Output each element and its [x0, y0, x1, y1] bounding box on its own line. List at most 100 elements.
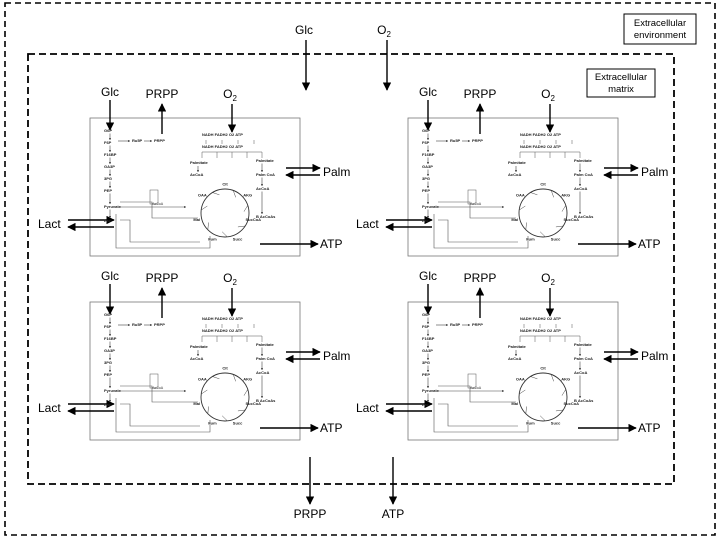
- tca-spoke: [237, 225, 246, 228]
- glycolysis-f16bp-label: F16BP: [422, 336, 435, 341]
- glycolysis-pep-label: PEP: [104, 188, 112, 193]
- fatty-acid-3-label: AcCoA: [574, 370, 587, 375]
- tca-spoke: [530, 192, 538, 196]
- tca-fum-label: Fum: [526, 237, 535, 242]
- palmitate-mid-label: Palmitate: [190, 160, 209, 165]
- tca-fum-label: Fum: [208, 237, 217, 242]
- fatty-acid-2-label: Palm CoA: [574, 172, 593, 177]
- cell-glc-label: Glc: [419, 85, 437, 99]
- palmitate-mid-label: Palmitate: [508, 344, 527, 349]
- cell-prpp-label: PRPP: [146, 271, 179, 285]
- tca-spoke: [237, 409, 246, 412]
- cell-atp-label: ATP: [320, 237, 342, 251]
- tca-cycle-circle: [518, 372, 568, 422]
- tca-cit-label: Cit: [222, 366, 228, 371]
- environment-label-box: [623, 13, 697, 45]
- tca-oaa-label: OAA: [198, 192, 207, 197]
- env-o2-label: O2: [377, 23, 391, 39]
- cell-o2-label: O2: [541, 271, 555, 287]
- oxphos-row-1: NADH FADH2 O2 ATP: [202, 316, 243, 321]
- tca-spoke: [221, 415, 228, 422]
- fatty-acid-4-label: B AcCoAs: [574, 398, 594, 403]
- tca-spoke: [550, 190, 554, 198]
- tca-spoke: [201, 389, 208, 395]
- tca-succ-label: Succ: [233, 421, 243, 426]
- glycolysis-f16bp-label: F16BP: [422, 152, 435, 157]
- oaa-connector-1: [115, 214, 211, 249]
- transport-box: [467, 373, 477, 389]
- matrix-label-line1: Extracellular: [595, 72, 647, 83]
- glycolysis-ga3p-label: GA3P: [422, 348, 433, 353]
- tca-spoke: [243, 389, 248, 396]
- glycolysis-f16bp-label: F16BP: [104, 336, 117, 341]
- glycolysis-f6p-label: F6P: [422, 140, 430, 145]
- glycolysis-3pg-label: 3PG: [104, 176, 112, 181]
- transport-box: [149, 189, 159, 205]
- glycolysis-g6p-label: G6P: [104, 312, 112, 317]
- o2-text: O: [541, 87, 550, 101]
- lac-connector: [120, 403, 200, 427]
- fatty-acid-1-label: Palmitate: [574, 342, 593, 347]
- cell-o2-label: O2: [223, 87, 237, 103]
- tca-succ-label: Succ: [233, 237, 243, 242]
- glycolysis-3pg-label: 3PG: [422, 176, 430, 181]
- oaa-connector-1: [115, 398, 211, 433]
- tca-cit-label: Cit: [222, 182, 228, 187]
- tca-spoke: [539, 415, 546, 422]
- tca-spoke: [561, 389, 566, 396]
- accoa-mid-label: AcCoA: [190, 356, 203, 361]
- pep-connector: [120, 201, 198, 219]
- oxphos-row-1: NADH FADH2 O2 ATP: [520, 132, 561, 137]
- env-prpp-label: PRPP: [294, 507, 327, 521]
- environment-label-line2: environment: [634, 30, 687, 41]
- tca-cycle-circle: [518, 188, 568, 238]
- environment-label-line1: Extracellular: [634, 18, 686, 29]
- tca-spoke: [221, 231, 228, 238]
- glycolysis-pyruvate-label: Pyruvate: [422, 388, 440, 393]
- glycolysis-pyruvate-label: Pyruvate: [104, 388, 122, 393]
- environment-border: [4, 2, 716, 536]
- cell-prpp-label: PRPP: [146, 87, 179, 101]
- tca-spoke: [525, 406, 527, 414]
- tca-cit-label: Cit: [540, 182, 546, 187]
- glycolysis-ga3p-label: GA3P: [422, 164, 433, 169]
- oxphos-block: NADH FADH2 O2 ATP NADH FADH2 O2 ATP: [201, 132, 263, 158]
- oxphos-row-1: NADH FADH2 O2 ATP: [202, 132, 243, 137]
- tca-mal-label: Mal: [193, 217, 200, 222]
- ppp-ru5p-label: Ru5P: [450, 322, 461, 327]
- tca-spoke: [201, 205, 208, 211]
- fatty-acid-4-label: B AcCoAs: [574, 214, 594, 219]
- cell-lact-label: Lact: [356, 401, 379, 415]
- transport-box: [149, 373, 159, 389]
- glycolysis-ga3p-label: GA3P: [104, 164, 115, 169]
- o2-subscript: 2: [550, 278, 555, 287]
- glycolysis-pyruvate-label: Pyruvate: [104, 204, 122, 209]
- tca-spoke: [530, 376, 538, 380]
- tca-akg-label: AKG: [561, 376, 570, 381]
- tca-succoa-label: SucCoA: [245, 217, 261, 222]
- pep-connector: [438, 385, 516, 403]
- lac-connector: [438, 403, 518, 427]
- o2-text: O: [223, 271, 232, 285]
- fatty-acid-2-label: Palm CoA: [256, 172, 275, 177]
- tca-oaa-label: OAA: [198, 376, 207, 381]
- tca-cycle-circle: [200, 372, 250, 422]
- transport-box: [467, 189, 477, 205]
- tca-oaa-label: OAA: [516, 376, 525, 381]
- pep-connector: [120, 385, 198, 403]
- ppp-ru5p-label: Ru5P: [132, 138, 143, 143]
- fatty-acid-1-label: Palmitate: [574, 158, 593, 163]
- fatty-acid-4-label: B AcCoAs: [256, 214, 276, 219]
- oxphos-row-2: NADH FADH2 O2 ATP: [202, 144, 243, 149]
- glycolysis-pep-label: PEP: [422, 372, 430, 377]
- tca-akg-label: AKG: [243, 376, 252, 381]
- tca-mal-label: Mal: [193, 401, 200, 406]
- cell-atp-label: ATP: [638, 421, 660, 435]
- palmitate-mid-label: Palmitate: [508, 160, 527, 165]
